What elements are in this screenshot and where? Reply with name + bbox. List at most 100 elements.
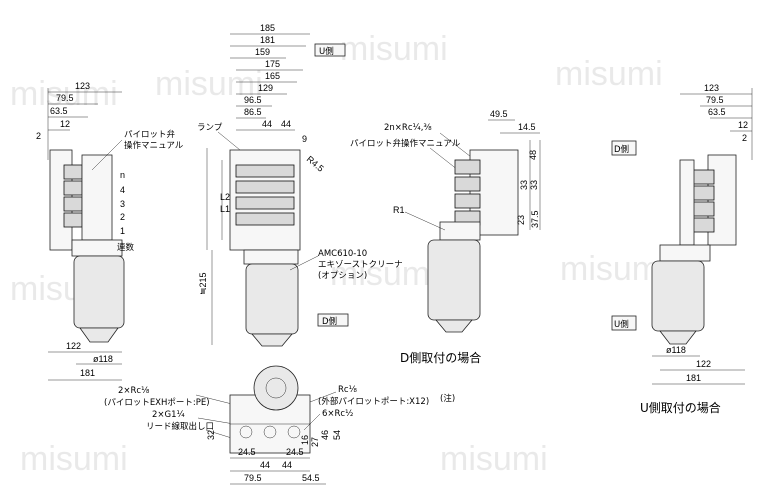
u-side-view: 123 79.5 63.5 12 2 D側 U側 ø118 122 181 U側… bbox=[611, 83, 753, 415]
dim-96-5: 96.5 bbox=[244, 95, 262, 105]
dim-79-5: 79.5 bbox=[706, 95, 724, 105]
dim-44b: 44 bbox=[282, 460, 292, 470]
cleaner-head bbox=[659, 244, 711, 262]
station-3: 3 bbox=[120, 199, 125, 209]
dim-44b: 44 bbox=[281, 119, 291, 129]
r1-label: R1 bbox=[393, 205, 405, 215]
valve-row bbox=[235, 164, 295, 178]
cleaner-option: (オプション) bbox=[318, 271, 367, 281]
d-side-box bbox=[317, 313, 349, 327]
port-label: 2n×Rc¼,⅜ bbox=[384, 123, 432, 133]
watermark: misumi bbox=[555, 55, 663, 93]
dim-2: 2 bbox=[742, 133, 747, 143]
cleaner-name: エキゾーストクリーナ bbox=[318, 260, 403, 270]
dim-2: 2 bbox=[36, 131, 41, 141]
dim-86-5: 86.5 bbox=[244, 107, 262, 117]
station-4: 4 bbox=[120, 185, 125, 195]
exhaust-cleaner bbox=[427, 239, 481, 321]
dim-165: 165 bbox=[265, 71, 280, 81]
cleaner-bottom bbox=[79, 327, 119, 343]
dim-129: 129 bbox=[258, 83, 273, 93]
lead-wire-label: リード線取出し口 bbox=[146, 421, 214, 432]
valve-station bbox=[63, 180, 83, 196]
u-side-label: U側 bbox=[319, 46, 334, 57]
l1-label: L1 bbox=[220, 204, 230, 214]
dim-118: ø118 bbox=[93, 354, 113, 364]
dim-33b: 33 bbox=[529, 180, 539, 190]
left-side-view: 123 79.5 63.5 12 2 パイロット弁 操作マニュアル n 4 3 … bbox=[36, 81, 184, 381]
dim-181: 181 bbox=[260, 35, 275, 45]
valve-body bbox=[679, 159, 695, 246]
dim-122: 122 bbox=[696, 359, 711, 369]
u-side-label: U側 bbox=[614, 319, 629, 330]
l2-label: L2 bbox=[220, 192, 230, 202]
dim-79-5: 79.5 bbox=[244, 473, 262, 483]
dim-r4-5: R4.5 bbox=[305, 154, 326, 174]
d-side-view: 2n×Rc¼,⅜ パイロット弁操作マニュアル 49.5 14.5 R1 48 3… bbox=[350, 109, 541, 365]
dim-54-5: 54.5 bbox=[302, 473, 320, 483]
dim-123: 123 bbox=[704, 83, 719, 93]
port-hole bbox=[263, 425, 277, 439]
valve-row bbox=[235, 212, 295, 226]
port-pe: 2×Rc⅛ bbox=[118, 386, 149, 396]
valve-station bbox=[454, 159, 481, 175]
dim-79-5: 79.5 bbox=[56, 93, 74, 103]
valve-station bbox=[691, 185, 715, 201]
valve-station bbox=[63, 212, 83, 228]
watermark: misumi bbox=[20, 440, 128, 478]
watermark: misumi bbox=[560, 250, 668, 288]
cleaner-bottom bbox=[659, 330, 697, 345]
station-count-label: 連数 bbox=[117, 242, 135, 253]
station-n: n bbox=[120, 170, 125, 180]
front-view: 185 181 159 175 165 129 96.5 86.5 44 44 … bbox=[197, 23, 403, 347]
dim-24-5a: 24.5 bbox=[238, 447, 256, 457]
port-g: 2×G1¼ bbox=[152, 410, 185, 420]
dim-123: 123 bbox=[75, 81, 90, 91]
cleaner-inner bbox=[265, 377, 287, 399]
dim-159: 159 bbox=[255, 47, 270, 57]
watermark: misumi bbox=[330, 255, 438, 293]
dim-49-5: 49.5 bbox=[490, 109, 508, 119]
station-2: 2 bbox=[120, 212, 125, 222]
port-hole bbox=[239, 425, 253, 439]
cleaner-top bbox=[253, 365, 299, 411]
lamp-label: ランプ bbox=[197, 123, 223, 133]
valve-station bbox=[691, 217, 715, 233]
d-side-label: D側 bbox=[322, 316, 337, 327]
watermark-layer: misumi misumi misumi misumi misumi misum… bbox=[10, 30, 668, 478]
dim-181: 181 bbox=[80, 368, 95, 378]
dim-122: 122 bbox=[66, 341, 81, 351]
dim-23: 23 bbox=[516, 215, 526, 225]
dim-118: ø118 bbox=[666, 345, 686, 355]
dim-54: 54 bbox=[332, 430, 342, 440]
dim-46: 46 bbox=[320, 430, 330, 440]
pilot-manual-label: パイロット弁操作マニュアル bbox=[350, 138, 461, 149]
pilot-valve-label: パイロット弁 bbox=[124, 129, 176, 140]
u-side-box bbox=[314, 43, 346, 57]
dim-181: 181 bbox=[686, 373, 701, 383]
valve-station bbox=[691, 169, 715, 185]
valve-body bbox=[81, 154, 113, 241]
valve-station bbox=[454, 176, 481, 192]
dim-12: 12 bbox=[738, 120, 748, 130]
watermark: misumi bbox=[10, 75, 118, 113]
cleaner-bottom bbox=[251, 333, 293, 347]
dim-9: 9 bbox=[302, 134, 307, 144]
dim-24-5b: 24.5 bbox=[286, 447, 304, 457]
watermark: misumi bbox=[155, 65, 263, 103]
dim-44a: 44 bbox=[260, 460, 270, 470]
cleaner-head bbox=[243, 249, 299, 265]
cleaner-bottom bbox=[435, 319, 473, 333]
dim-185: 185 bbox=[260, 23, 275, 33]
dim-14-5: 14.5 bbox=[518, 122, 536, 132]
valve-station bbox=[63, 196, 83, 212]
station-1: 1 bbox=[120, 226, 125, 236]
dim-12: 12 bbox=[60, 119, 70, 129]
bottom-view: 2×Rc⅛ (パイロットEXHポート:PE) 2×G1¼ リード線取出し口 Rc… bbox=[104, 365, 455, 485]
dim-33a: 33 bbox=[519, 180, 529, 190]
d-side-caption: D側取付の場合 bbox=[400, 350, 481, 365]
manual-label: 操作マニュアル bbox=[124, 140, 184, 151]
port-hole bbox=[287, 425, 301, 439]
dim-63-5: 63.5 bbox=[50, 106, 68, 116]
